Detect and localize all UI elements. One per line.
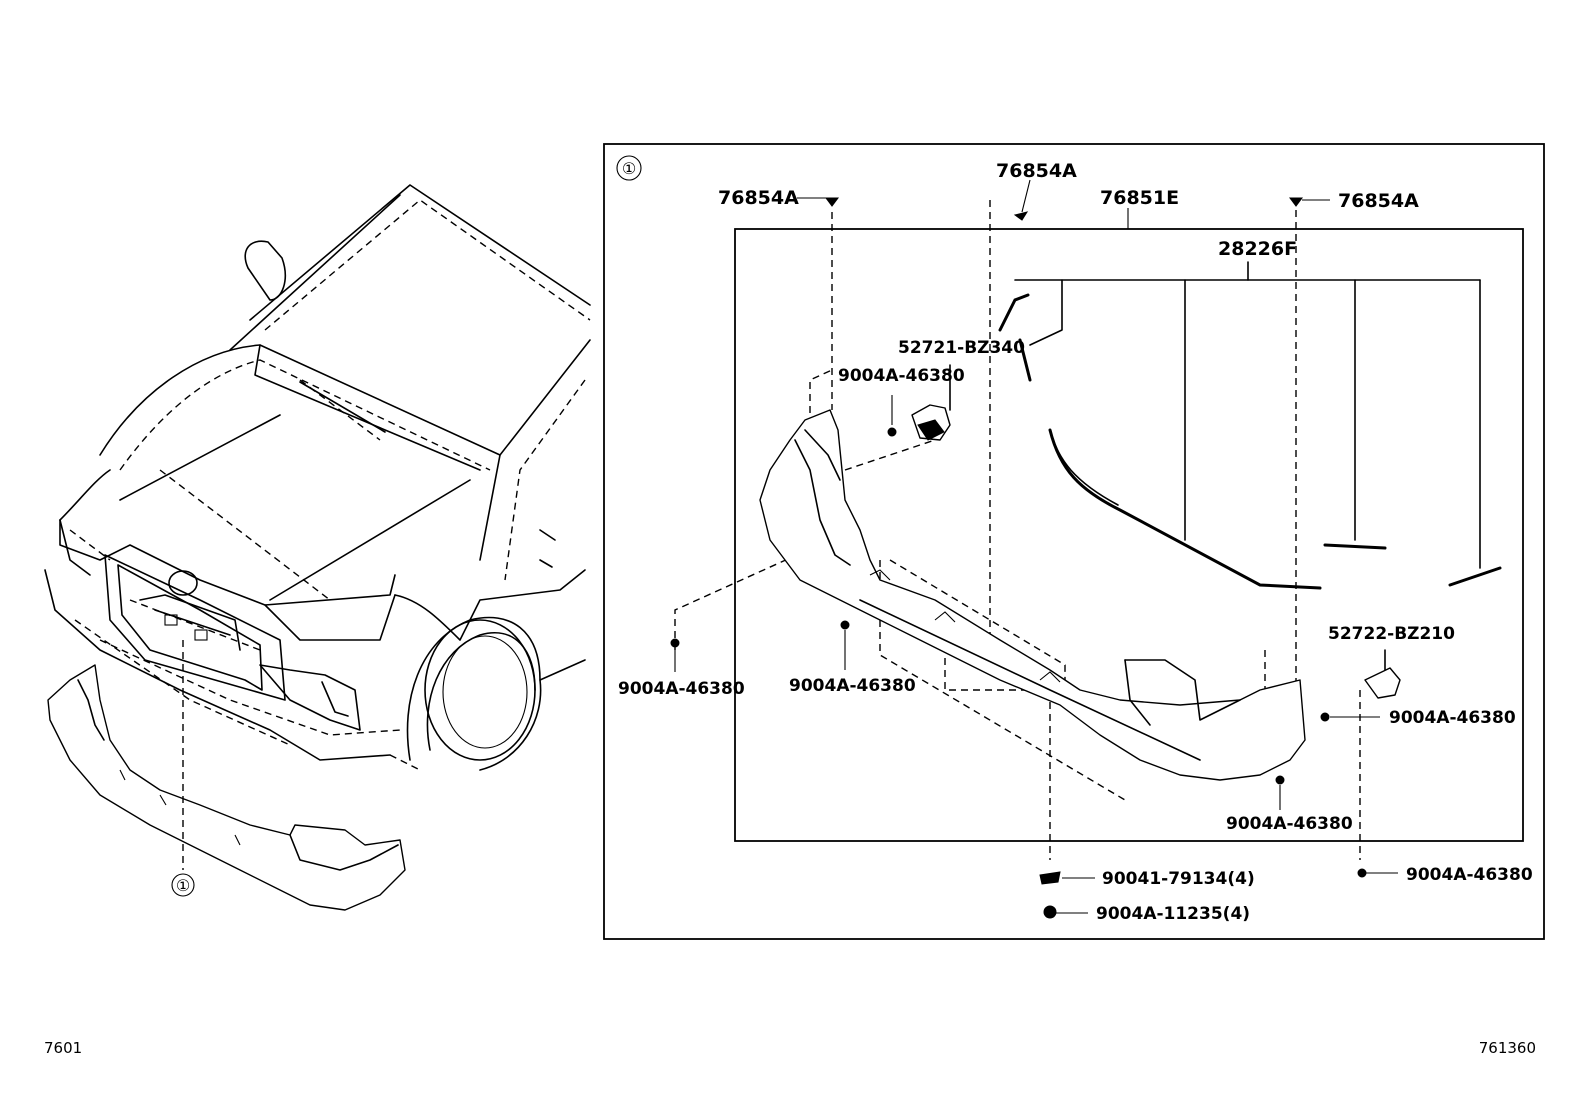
label-clip-right-top: 76854A [1338,190,1419,212]
outer-frame [603,143,1545,940]
label-spoiler-assembly: 76851E [1100,187,1179,209]
corner-code-left: 7601 [44,1039,82,1057]
label-screw-right-bottom: 9004A-46380 [1226,814,1353,834]
label-bracket-left: 52721-BZ340 [898,338,1025,358]
label-screw-left-inner: 9004A-46380 [789,676,916,696]
label-bolt: 9004A-11235(4) [1096,904,1250,924]
left-ref-number: ① [176,876,190,895]
assembly-frame [734,228,1524,842]
label-screw-upper-left: 9004A-46380 [838,366,965,386]
label-clip-center-top: 76854A [996,160,1077,182]
label-screw-right-lower: 9004A-46380 [1406,865,1533,885]
vehicle-front-illustration: ① [44,184,591,911]
label-bracket-right: 52722-BZ210 [1328,624,1455,644]
label-nut: 90041-79134(4) [1102,869,1255,889]
label-screw-left-outer: 9004A-46380 [618,679,745,699]
label-moulding: 28226F [1218,238,1297,260]
frame-ref-number: ① [622,159,636,178]
part-labels: 76854A 76854A 76854A 76851E 28226F 52721… [618,160,1533,924]
fastener-symbols [670,197,1367,919]
corner-code-right: 761360 [1479,1039,1536,1057]
label-clip-left-top: 76854A [718,187,799,209]
exploded-view: ① [603,143,1545,940]
label-screw-right-side: 9004A-46380 [1389,708,1516,728]
